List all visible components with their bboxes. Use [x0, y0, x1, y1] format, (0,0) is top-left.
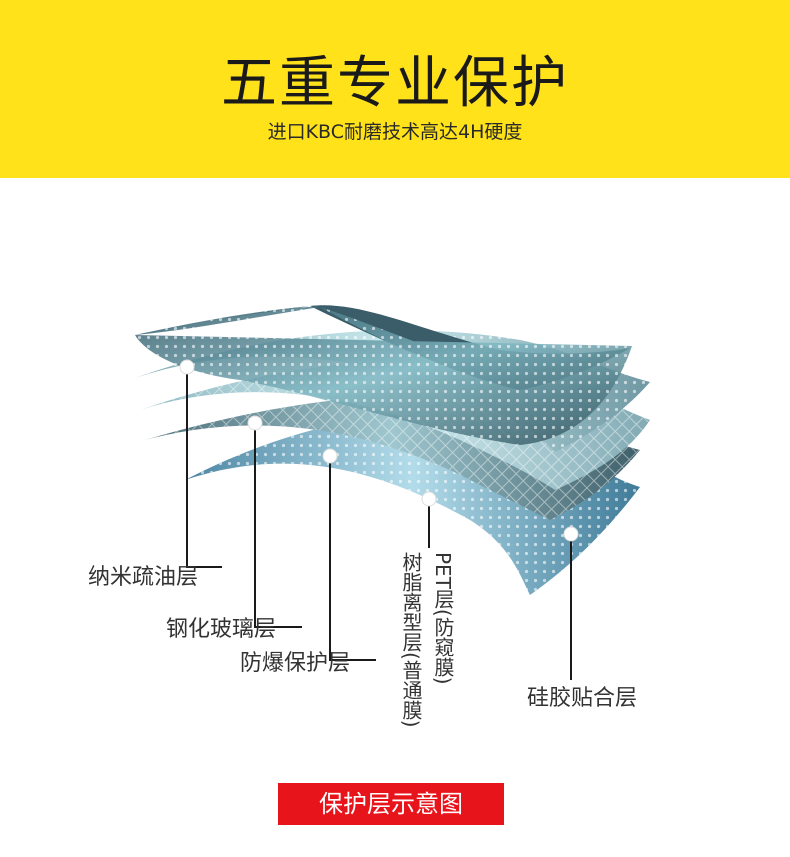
label-silicone: 硅胶贴合层 [527, 686, 638, 711]
leader-line-oleophobic [186, 367, 222, 568]
leader-line-glass [254, 423, 302, 628]
label-tempered-glass: 钢化玻璃层 [166, 617, 277, 642]
label-explosion-proof: 防爆保护层 [240, 651, 351, 676]
leader-line-explosion-proof [329, 456, 376, 661]
label-resin-release: 树脂离型层(普通膜) [399, 552, 423, 728]
layer-diagram [135, 305, 650, 680]
marker-dot-silicone [563, 526, 579, 542]
marker-dot-explosion-proof [322, 448, 338, 464]
header-banner: 五重专业保护 进口KBC耐磨技术高达4H硬度 [0, 0, 790, 178]
page-title: 五重专业保护 [221, 51, 569, 116]
marker-dot-glass [247, 415, 263, 431]
marker-dot-oleophobic [179, 359, 195, 375]
page-subtitle: 进口KBC耐磨技术高达4H硬度 [267, 121, 523, 143]
diagram-caption: 保护层示意图 [278, 783, 504, 825]
marker-dot-resin-pet [421, 491, 437, 507]
label-oleophobic: 纳米疏油层 [88, 565, 199, 590]
label-pet: PET层(防窥膜) [431, 552, 455, 685]
